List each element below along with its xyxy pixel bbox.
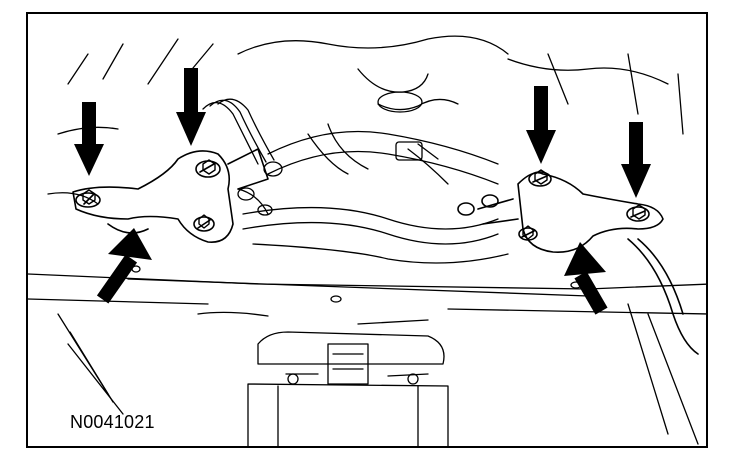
callout-arrow-down-2 [176, 68, 206, 146]
figure-frame: N0041021 [26, 12, 708, 448]
callout-arrow-up-1 [96, 228, 152, 304]
wiring-harness [202, 98, 283, 216]
callout-arrows [74, 68, 651, 315]
callout-arrow-down-4 [621, 122, 651, 198]
right-subframe-mount [457, 171, 699, 355]
center-crossmember [242, 68, 509, 264]
figure-id-label: N0041021 [70, 412, 155, 432]
subframe-illustration [28, 35, 706, 446]
figure-id-leader [69, 331, 114, 403]
transmission-jack [247, 331, 449, 446]
callout-arrow-down-3 [526, 86, 556, 164]
callout-arrow-up-2 [564, 242, 608, 315]
mounting-bolts [82, 159, 646, 240]
callout-arrow-down-1 [74, 102, 104, 176]
vehicle-underbody-lines [28, 35, 706, 445]
